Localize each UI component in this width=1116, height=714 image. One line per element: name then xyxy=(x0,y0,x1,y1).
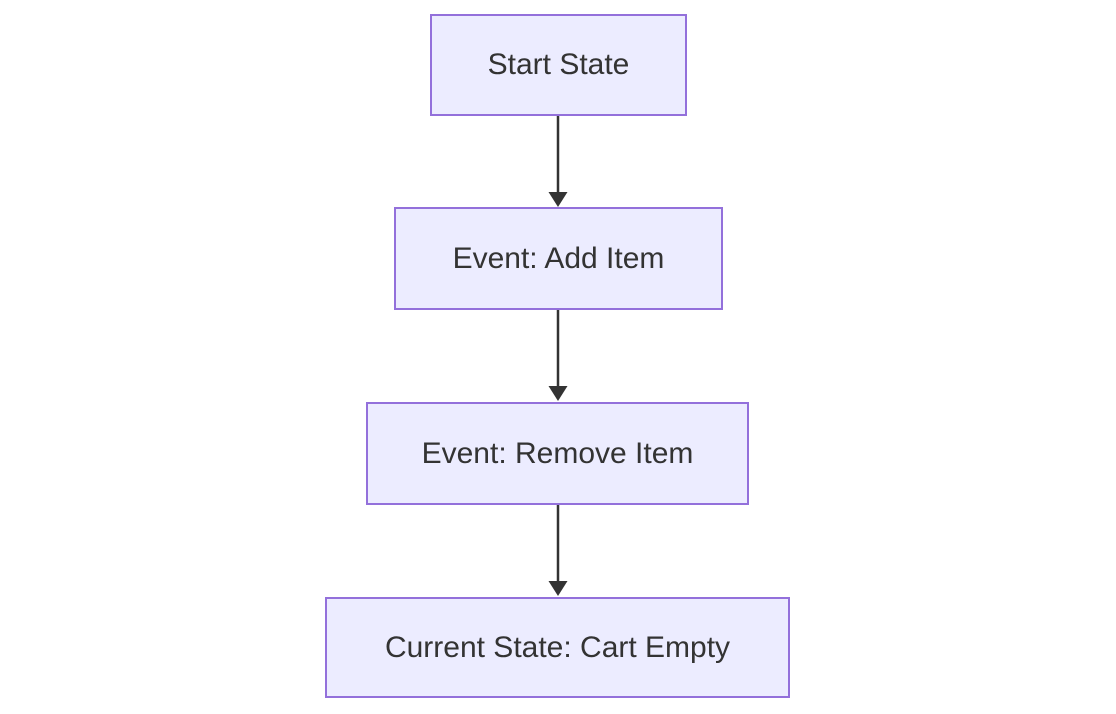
node-label: Event: Remove Item xyxy=(421,436,694,470)
node-event-remove-item: Event: Remove Item xyxy=(366,402,749,505)
node-label: Start State xyxy=(487,48,630,81)
edge-start-to-add xyxy=(548,116,568,207)
edge-remove-to-current xyxy=(548,505,568,596)
arrowhead-icon xyxy=(548,386,568,401)
arrowhead-icon xyxy=(548,192,568,207)
node-label: Event: Add Item xyxy=(452,241,665,275)
node-current-state-cart-empty: Current State: Cart Empty xyxy=(325,597,790,698)
node-label: Current State: Cart Empty xyxy=(384,630,731,664)
arrowhead-icon xyxy=(548,581,568,596)
node-start-state: Start State xyxy=(430,14,687,116)
edge-add-to-remove xyxy=(548,310,568,401)
node-event-add-item: Event: Add Item xyxy=(394,207,723,310)
